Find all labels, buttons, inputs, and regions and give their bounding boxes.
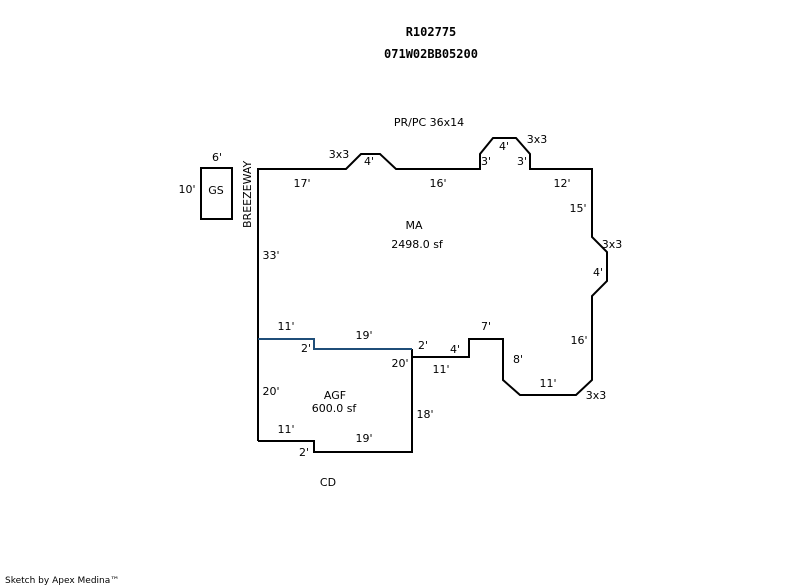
- dim-div-11: 11': [277, 320, 294, 333]
- dim-top-left-bump: 3x3: [329, 148, 350, 161]
- dim-top-right-bump-left: 3': [481, 155, 491, 168]
- dim-div-2: 2': [301, 342, 311, 355]
- dim-top-left-bump-width: 4': [364, 155, 374, 168]
- dim-div-19: 19': [355, 329, 372, 342]
- gs-height-label: 10': [178, 183, 195, 196]
- ma-agf-divider: [258, 338, 412, 350]
- dim-top-right-bump-width: 4': [499, 140, 509, 153]
- agf-size-label: 600.0 sf: [312, 402, 358, 415]
- dim-bottom-right-corner: 3x3: [586, 389, 607, 402]
- dim-notch-11: 11': [432, 363, 449, 376]
- ma-size-label: 2498.0 sf: [391, 238, 444, 251]
- dim-ma-top-16: 16': [429, 177, 446, 190]
- breezeway-label: BREEZEWAY: [241, 160, 254, 228]
- dim-agf-bottom-2: 2': [299, 446, 309, 459]
- dim-right-bump-height: 4': [593, 266, 603, 279]
- dim-agf-right-18: 18': [416, 408, 433, 421]
- dim-notch-4: 4': [450, 343, 460, 356]
- dim-ma-right-15: 15': [569, 202, 586, 215]
- dim-ma-top-17: 17': [293, 177, 310, 190]
- dim-ma-bottom-11: 11': [539, 377, 556, 390]
- sketch-credit: Sketch by Apex Medina™: [5, 576, 119, 586]
- cd-label: CD: [320, 476, 336, 489]
- dim-ma-top-12: 12': [553, 177, 570, 190]
- ma-label: MA: [405, 219, 422, 232]
- dim-top-right-bump: 3x3: [527, 133, 548, 146]
- gs-width-label: 6': [212, 151, 222, 164]
- dim-agf-bottom-19: 19': [355, 432, 372, 445]
- gs-outline: [200, 167, 233, 220]
- dim-agf-bottom-11: 11': [277, 423, 294, 436]
- dim-notch-8: 8': [513, 353, 523, 366]
- dim-ma-left-33: 33': [262, 249, 279, 262]
- dim-top-right-bump-right: 3': [517, 155, 527, 168]
- prpc-label: PR/PC 36x14: [394, 116, 464, 129]
- dim-agf-right-20: 20': [391, 357, 408, 370]
- dim-right-bump: 3x3: [602, 238, 623, 251]
- dim-agf-left-20: 20': [262, 385, 279, 398]
- record-id: R102775: [406, 25, 457, 39]
- agf-outline: [258, 349, 413, 453]
- agf-label: AGF: [324, 389, 346, 402]
- dim-notch-7: 7': [481, 320, 491, 333]
- dim-notch-2: 2': [418, 339, 428, 352]
- gs-label: GS: [208, 184, 224, 197]
- dim-ma-right-16: 16': [570, 334, 587, 347]
- parcel-id: 071W02BB05200: [384, 47, 478, 61]
- ma-outline: [257, 137, 608, 441]
